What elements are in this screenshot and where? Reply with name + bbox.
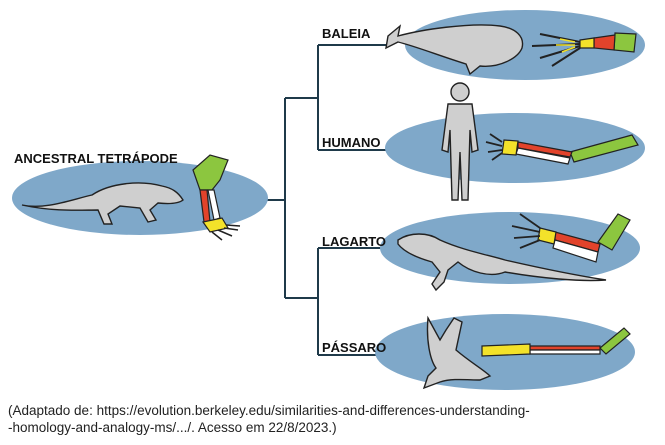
whale-flipper-bones [531, 32, 637, 67]
caption-line-2: -homology-and-analogy-ms/.../. Acesso em… [8, 420, 337, 435]
bird-label: PÁSSARO [322, 340, 386, 355]
lizard-silhouette [397, 233, 607, 292]
whale-label: BALEIA [322, 26, 371, 41]
ancestor-label: ANCESTRAL TETRÁPODE [14, 151, 178, 166]
source-caption: (Adaptado de: https://evolution.berkeley… [8, 402, 658, 436]
whale-silhouette [385, 24, 524, 76]
phylogeny-tree [262, 44, 390, 356]
homology-diagram: ANCESTRAL TETRÁPODE BALEIA HUMANO [12, 10, 645, 390]
human-label: HUMANO [322, 135, 381, 150]
human-group: HUMANO [322, 82, 645, 201]
bird-wing-bones [481, 327, 631, 357]
human-silhouette [441, 82, 479, 201]
lizard-label: LAGARTO [322, 234, 386, 249]
lizard-group: LAGARTO [322, 212, 640, 292]
whale-group: BALEIA [322, 10, 645, 80]
human-arm-bones [485, 133, 639, 165]
bird-silhouette [422, 315, 492, 390]
lizard-limb-bones [511, 213, 631, 263]
ancestor-tetrapod-silhouette [21, 182, 184, 225]
ancestor-group: ANCESTRAL TETRÁPODE [12, 151, 268, 241]
ancestor-limb-bones [192, 154, 241, 241]
bird-group: PÁSSARO [322, 314, 635, 390]
caption-line-1: (Adaptado de: https://evolution.berkeley… [8, 403, 530, 418]
